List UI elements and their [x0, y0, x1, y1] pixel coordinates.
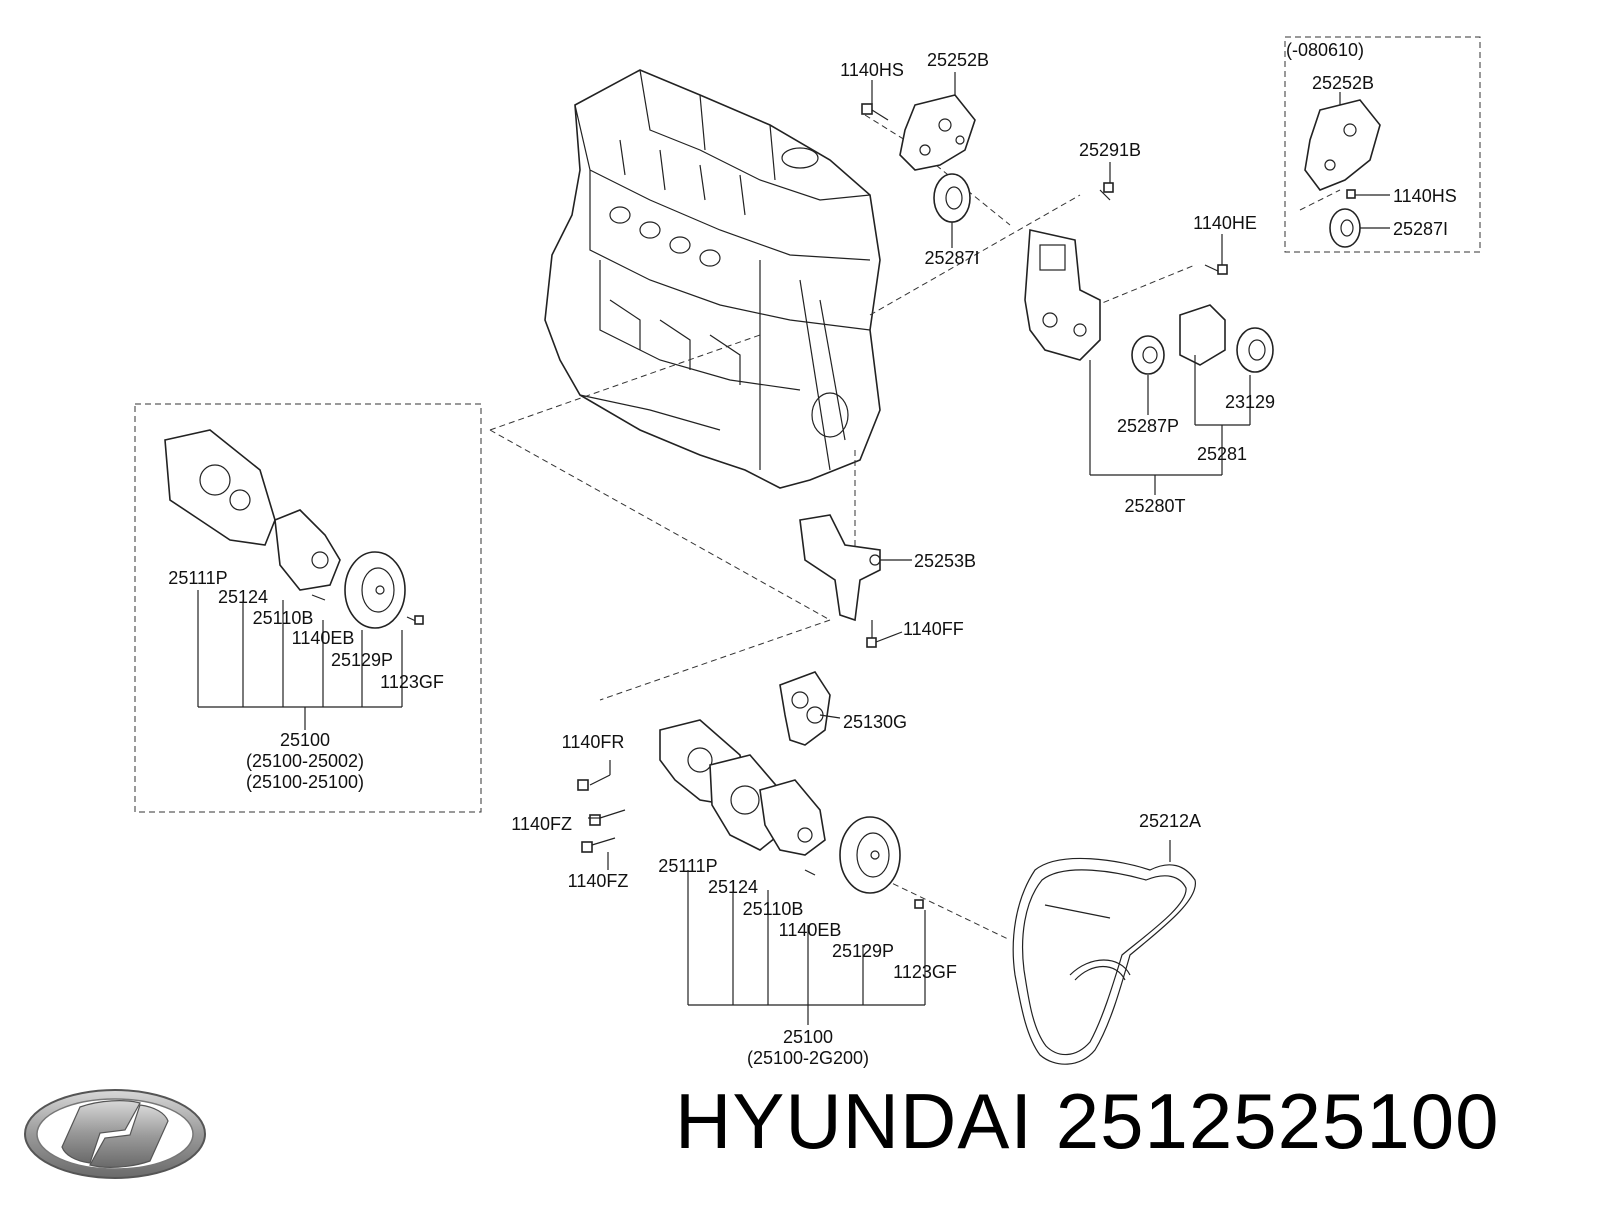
label-25130G: 25130G [843, 712, 908, 732]
label-inset-25287I: 25287I [1393, 219, 1449, 239]
brand-part-number: HYUNDAI 2512525100 [675, 1077, 1500, 1165]
main-water-pump [577, 719, 924, 909]
bolt-1140HS [861, 103, 889, 121]
inset-note: (-080610) [1285, 40, 1365, 60]
label-left-1123GF: 1123GF [380, 672, 444, 692]
label-left-25129P: 25129P [330, 650, 394, 670]
label-1140HE: 1140HE [1193, 213, 1257, 233]
label-25287P: 25287P [1116, 416, 1180, 436]
bolt-1140HE [1204, 264, 1228, 275]
bracket-25252B [899, 94, 976, 171]
label-left-25124: 25124 [217, 587, 269, 607]
label-inset-1140HS: 1140HS [1393, 186, 1457, 206]
label-inset-25252B: 25252B [1311, 73, 1375, 93]
bolt-25291B [1099, 182, 1114, 201]
label-23129: 23129 [1224, 392, 1276, 412]
engine-block [544, 69, 881, 489]
left-inset-leaders [197, 590, 403, 730]
pulley-25287P [1131, 335, 1165, 375]
label-25287I-top: 25287I [924, 248, 980, 268]
label-25281: 25281 [1196, 444, 1248, 464]
label-main-1140EB: 1140EB [778, 920, 842, 940]
label-1140FR: 1140FR [561, 732, 625, 752]
label-left-1140EB: 1140EB [291, 628, 355, 648]
bolt-1140FF [866, 620, 877, 648]
label-main-25124: 25124 [707, 877, 759, 897]
label-25253B: 25253B [914, 551, 977, 571]
gasket-25130G [779, 671, 831, 746]
label-1140FZ-a: 1140FZ [511, 814, 572, 834]
label-left-25100-b: (25100-25100) [245, 772, 365, 792]
tensioner-leaders [1089, 355, 1251, 495]
label-left-25110B: 25110B [252, 608, 314, 628]
label-main-25110B: 25110B [742, 899, 804, 919]
label-25252B-top: 25252B [926, 50, 990, 70]
label-left-25100-a: (25100-25002) [245, 751, 365, 771]
hyundai-logo-icon [24, 1089, 206, 1179]
tensioner-23129 [1179, 304, 1274, 373]
label-main-25100: 25100 [782, 1027, 834, 1047]
pulley-25287I [933, 173, 971, 223]
bracket-25253B [799, 514, 881, 622]
label-1140HS-top: 1140HS [840, 60, 904, 80]
label-left-25111P: 25111P [168, 568, 228, 588]
left-inset-box [134, 403, 482, 813]
main-pump-leaders [687, 870, 926, 1025]
drive-belt-25212A [1012, 840, 1196, 1065]
label-1140FF: 1140FF [903, 619, 964, 639]
label-1140FZ-b: 1140FZ [567, 871, 629, 891]
label-25212A: 25212A [1138, 811, 1202, 831]
label-main-25100-a: (25100-2G200) [746, 1048, 870, 1068]
label-main-25129P: 25129P [831, 941, 895, 961]
bracket-assembly [1024, 229, 1101, 361]
label-leaders [588, 72, 1390, 870]
label-main-1123GF: 1123GF [893, 962, 957, 982]
label-main-25111P: 25111P [658, 856, 718, 876]
label-25280T: 25280T [1124, 496, 1186, 516]
label-left-25100: 25100 [279, 730, 331, 750]
label-25291B: 25291B [1078, 140, 1142, 160]
inset-box [1284, 36, 1481, 253]
